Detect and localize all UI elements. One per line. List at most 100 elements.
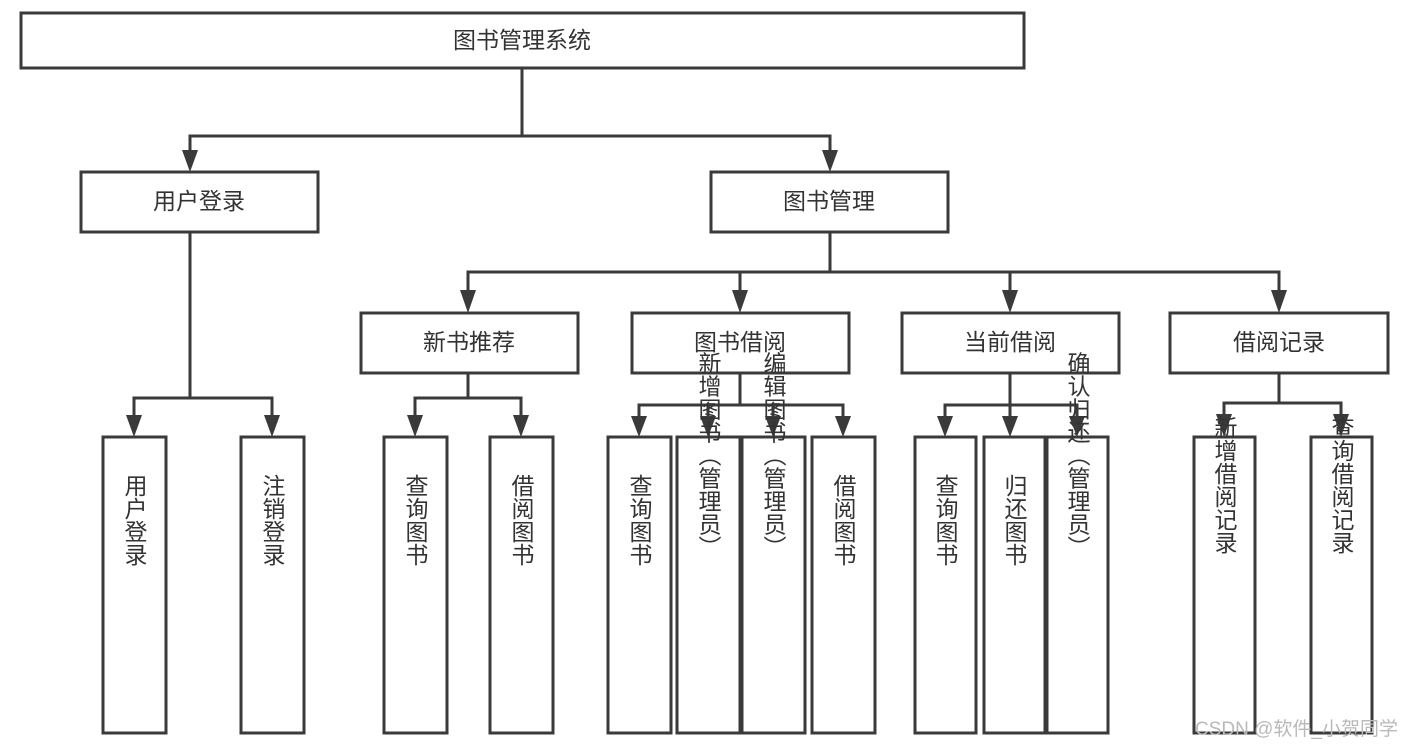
connector-cb-to-leaf-3 [1010,403,1079,416]
connector-bm-to-new-book [466,232,832,290]
node-new-book-recommend-label: 新书推荐 [423,329,515,355]
arrow-head-leaf-borrow-book-2 [835,416,851,437]
node-leaf-query-book-2-box[interactable] [606,435,673,735]
node-borrow-record-label: 借阅记录 [1233,329,1325,355]
connector-cb-to-leaf-1 [943,373,1012,416]
node-book-borrow-box[interactable] [630,311,851,375]
arrow-head-book-borrow [732,290,748,313]
arrow-head-leaf-add-book [700,416,716,437]
node-root-label: 图书管理系统 [453,27,591,53]
node-book-borrow[interactable]: 图书借阅 [630,311,851,375]
node-leaf-add-book[interactable]: 新增图书（管理员） [675,352,742,735]
node-leaf-confirm-return-label: 确认归还（管理员） [1064,352,1091,559]
node-leaf-borrow-book-1-box[interactable] [488,435,555,735]
node-leaf-edit-book-box[interactable] [740,435,807,735]
connector-bm-to-current-borrow [830,270,1012,290]
arrow-head-current-borrow [1002,290,1018,313]
arrow-head-leaf-query-record [1333,414,1349,437]
node-user-login-box[interactable] [79,170,320,234]
node-leaf-query-record[interactable]: 查询借阅记录 [1309,416,1374,735]
arrow-head-borrow-record [1271,290,1287,313]
arrow-head-leaf-query-book-3 [937,416,953,437]
connector-bm-to-borrow-record [830,270,1281,290]
node-leaf-query-record-label: 查询借阅记录 [1328,416,1355,554]
node-leaf-query-book-1-box[interactable] [382,435,449,735]
node-leaf-user-logout[interactable]: 注销登录 [239,435,306,735]
node-user-login-label: 用户登录 [153,188,245,214]
connector-group-root [182,68,838,172]
connector-bb-to-leaf-2 [706,403,740,416]
node-leaf-add-record-box[interactable] [1192,435,1257,735]
node-book-manage-box[interactable] [709,170,950,234]
node-new-book-recommend[interactable]: 新书推荐 [359,311,580,375]
node-book-borrow-label: 图书借阅 [694,329,786,355]
node-root[interactable]: 图书管理系统 [19,11,1026,70]
connector-bb-to-leaf-1 [637,373,742,416]
node-leaf-query-book-3-box[interactable] [913,435,978,735]
node-user-login[interactable]: 用户登录 [79,170,320,234]
node-new-book-recommend-box[interactable] [359,311,580,375]
connector-group-user-login [126,232,280,437]
arrow-head-book-manage [822,150,838,172]
node-root-box[interactable] [19,11,1026,70]
node-leaf-add-book-box[interactable] [675,435,742,735]
node-leaf-return-book[interactable]: 归还图书 [982,435,1047,735]
connector-group-current-borrow [937,373,1085,437]
node-leaf-confirm-return[interactable]: 确认归还（管理员） [1045,352,1110,735]
connector-ul-to-leaf-2 [190,396,274,415]
node-leaf-query-book-1[interactable]: 查询图书 [382,435,449,735]
arrow-head-user-login [182,150,198,172]
connector-group-book-manage [460,232,1287,313]
connector-root-to-user-login [188,68,524,150]
node-book-manage-label: 图书管理 [783,188,875,214]
arrow-head-leaf-query-book-1 [407,415,423,437]
connector-nbr-to-leaf-2 [468,396,523,415]
node-leaf-user-login[interactable]: 用户登录 [101,435,168,735]
arrow-head-leaf-user-login [126,415,142,437]
arrow-head-leaf-add-record [1216,414,1232,437]
node-book-manage[interactable]: 图书管理 [709,170,950,234]
node-leaf-return-book-box[interactable] [982,435,1047,735]
node-leaf-add-record[interactable]: 新增借阅记录 [1192,416,1257,735]
connector-group-borrow-record [1216,373,1349,437]
arrow-head-leaf-edit-book [765,416,781,437]
node-leaf-borrow-book-2-label: 借阅图书 [830,474,857,566]
connector-group-new-book-recommend [407,373,529,437]
connector-br-to-leaf-2 [1279,401,1343,414]
node-leaf-query-book-3[interactable]: 查询图书 [913,435,978,735]
csdn-watermark: CSDN @软件_小贺同学 [1195,718,1398,740]
node-leaf-query-book-1-label: 查询图书 [402,474,429,566]
node-leaf-user-logout-label: 注销登录 [259,474,286,566]
node-leaf-confirm-return-box[interactable] [1045,435,1110,735]
node-leaf-query-book-2-label: 查询图书 [626,474,653,566]
node-leaf-user-login-label: 用户登录 [121,474,148,566]
connector-root-to-book-manage [520,68,832,150]
arrow-head-leaf-query-book-2 [631,416,647,437]
arrow-head-new-book-recommend [460,290,476,313]
node-leaf-borrow-book-2-box[interactable] [810,435,877,735]
node-leaf-query-record-box[interactable] [1309,435,1374,735]
arrow-head-leaf-borrow-book-1 [513,415,529,437]
connector-group-book-borrow [631,373,851,437]
connector-bm-to-book-borrow [738,232,832,290]
node-leaf-add-book-label: 新增图书（管理员） [695,352,722,559]
node-current-borrow-box[interactable] [900,311,1121,375]
node-leaf-add-record-label: 新增借阅记录 [1211,416,1238,554]
node-leaf-user-login-box[interactable] [101,435,168,735]
node-leaf-borrow-book-2[interactable]: 借阅图书 [810,435,877,735]
node-leaf-borrow-book-1[interactable]: 借阅图书 [488,435,555,735]
node-current-borrow[interactable]: 当前借阅 [900,311,1121,375]
node-leaf-borrow-book-1-label: 借阅图书 [508,474,535,566]
connector-bb-to-leaf-4 [740,403,845,416]
node-leaf-return-book-label: 归还图书 [1001,474,1028,566]
arrow-head-leaf-return-book [1002,416,1018,437]
node-leaf-edit-book[interactable]: 编辑图书（管理员） [740,352,807,735]
node-borrow-record-box[interactable] [1168,311,1390,375]
node-leaf-user-logout-box[interactable] [239,435,306,735]
node-current-borrow-label: 当前借阅 [964,329,1056,355]
node-leaf-query-book-2[interactable]: 查询图书 [606,435,673,735]
node-borrow-record[interactable]: 借阅记录 [1168,311,1390,375]
arrow-head-leaf-confirm-return [1069,416,1085,437]
